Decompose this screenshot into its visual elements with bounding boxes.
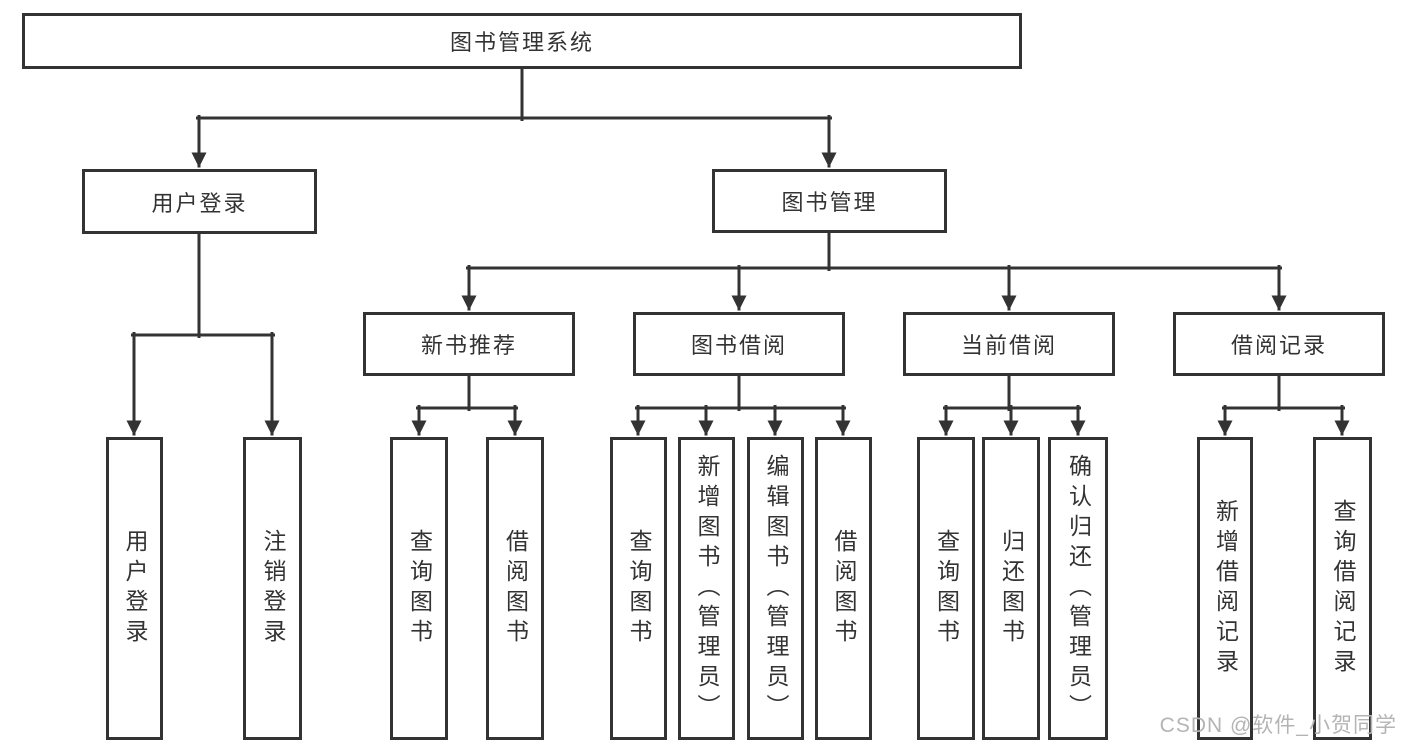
node-label: 新书推荐 bbox=[420, 333, 517, 358]
node-book-borrowing: 图书借阅 bbox=[633, 312, 845, 376]
node-borrowing-query-books: 查询图书 bbox=[610, 437, 667, 740]
node-edit-books-admin: 编辑图书（管理员） bbox=[747, 437, 804, 740]
node-label: 归还图书 bbox=[998, 528, 1025, 649]
node-label: 查询图书 bbox=[626, 528, 652, 649]
node-label: 编辑图书（管理员） bbox=[763, 453, 789, 724]
node-newbook-query-books: 查询图书 bbox=[390, 437, 448, 740]
node-borrowing-records: 借阅记录 bbox=[1173, 312, 1385, 376]
node-label: 用户登录 bbox=[122, 528, 148, 649]
node-book-management-system: 图书管理系统 bbox=[22, 13, 1022, 69]
node-label: 图书借阅 bbox=[690, 333, 787, 358]
node-add-borrow-record: 新增借阅记录 bbox=[1197, 437, 1253, 740]
node-user-login: 用户登录 bbox=[82, 169, 317, 234]
node-label: 借阅记录 bbox=[1230, 333, 1327, 358]
node-label: 新增借阅记录 bbox=[1212, 498, 1239, 679]
node-label: 图书管理系统 bbox=[449, 30, 594, 55]
node-label: 当前借阅 bbox=[960, 333, 1057, 358]
node-newbook-borrow-books: 借阅图书 bbox=[486, 437, 544, 740]
node-logout: 注销登录 bbox=[243, 437, 302, 740]
node-confirm-return-admin: 确认归还（管理员） bbox=[1048, 437, 1108, 740]
node-label: 确认归还（管理员） bbox=[1065, 453, 1092, 724]
node-label: 借阅图书 bbox=[502, 528, 529, 649]
node-label: 借阅图书 bbox=[831, 528, 857, 649]
node-label: 图书管理 bbox=[781, 190, 878, 215]
node-label: 查询图书 bbox=[933, 528, 960, 649]
node-label: 用户登录 bbox=[151, 190, 248, 216]
node-add-books-admin: 新增图书（管理员） bbox=[678, 437, 735, 740]
csdn-watermark: CSDN @软件_小贺同学 bbox=[1159, 714, 1397, 737]
node-user-login-leaf: 用户登录 bbox=[106, 437, 163, 740]
node-return-books: 归还图书 bbox=[982, 437, 1040, 740]
node-label: 查询借阅记录 bbox=[1330, 498, 1356, 679]
node-borrowing-borrow-books: 借阅图书 bbox=[815, 437, 872, 740]
node-current-borrowing: 当前借阅 bbox=[903, 312, 1115, 376]
node-label: 注销登录 bbox=[260, 528, 286, 649]
node-label: 新增图书（管理员） bbox=[694, 453, 720, 724]
node-current-query-books: 查询图书 bbox=[917, 437, 975, 740]
node-query-borrow-record: 查询借阅记录 bbox=[1313, 437, 1372, 740]
node-book-management: 图书管理 bbox=[712, 169, 947, 233]
node-new-book-recommendation: 新书推荐 bbox=[363, 312, 575, 376]
node-label: 查询图书 bbox=[406, 528, 433, 649]
